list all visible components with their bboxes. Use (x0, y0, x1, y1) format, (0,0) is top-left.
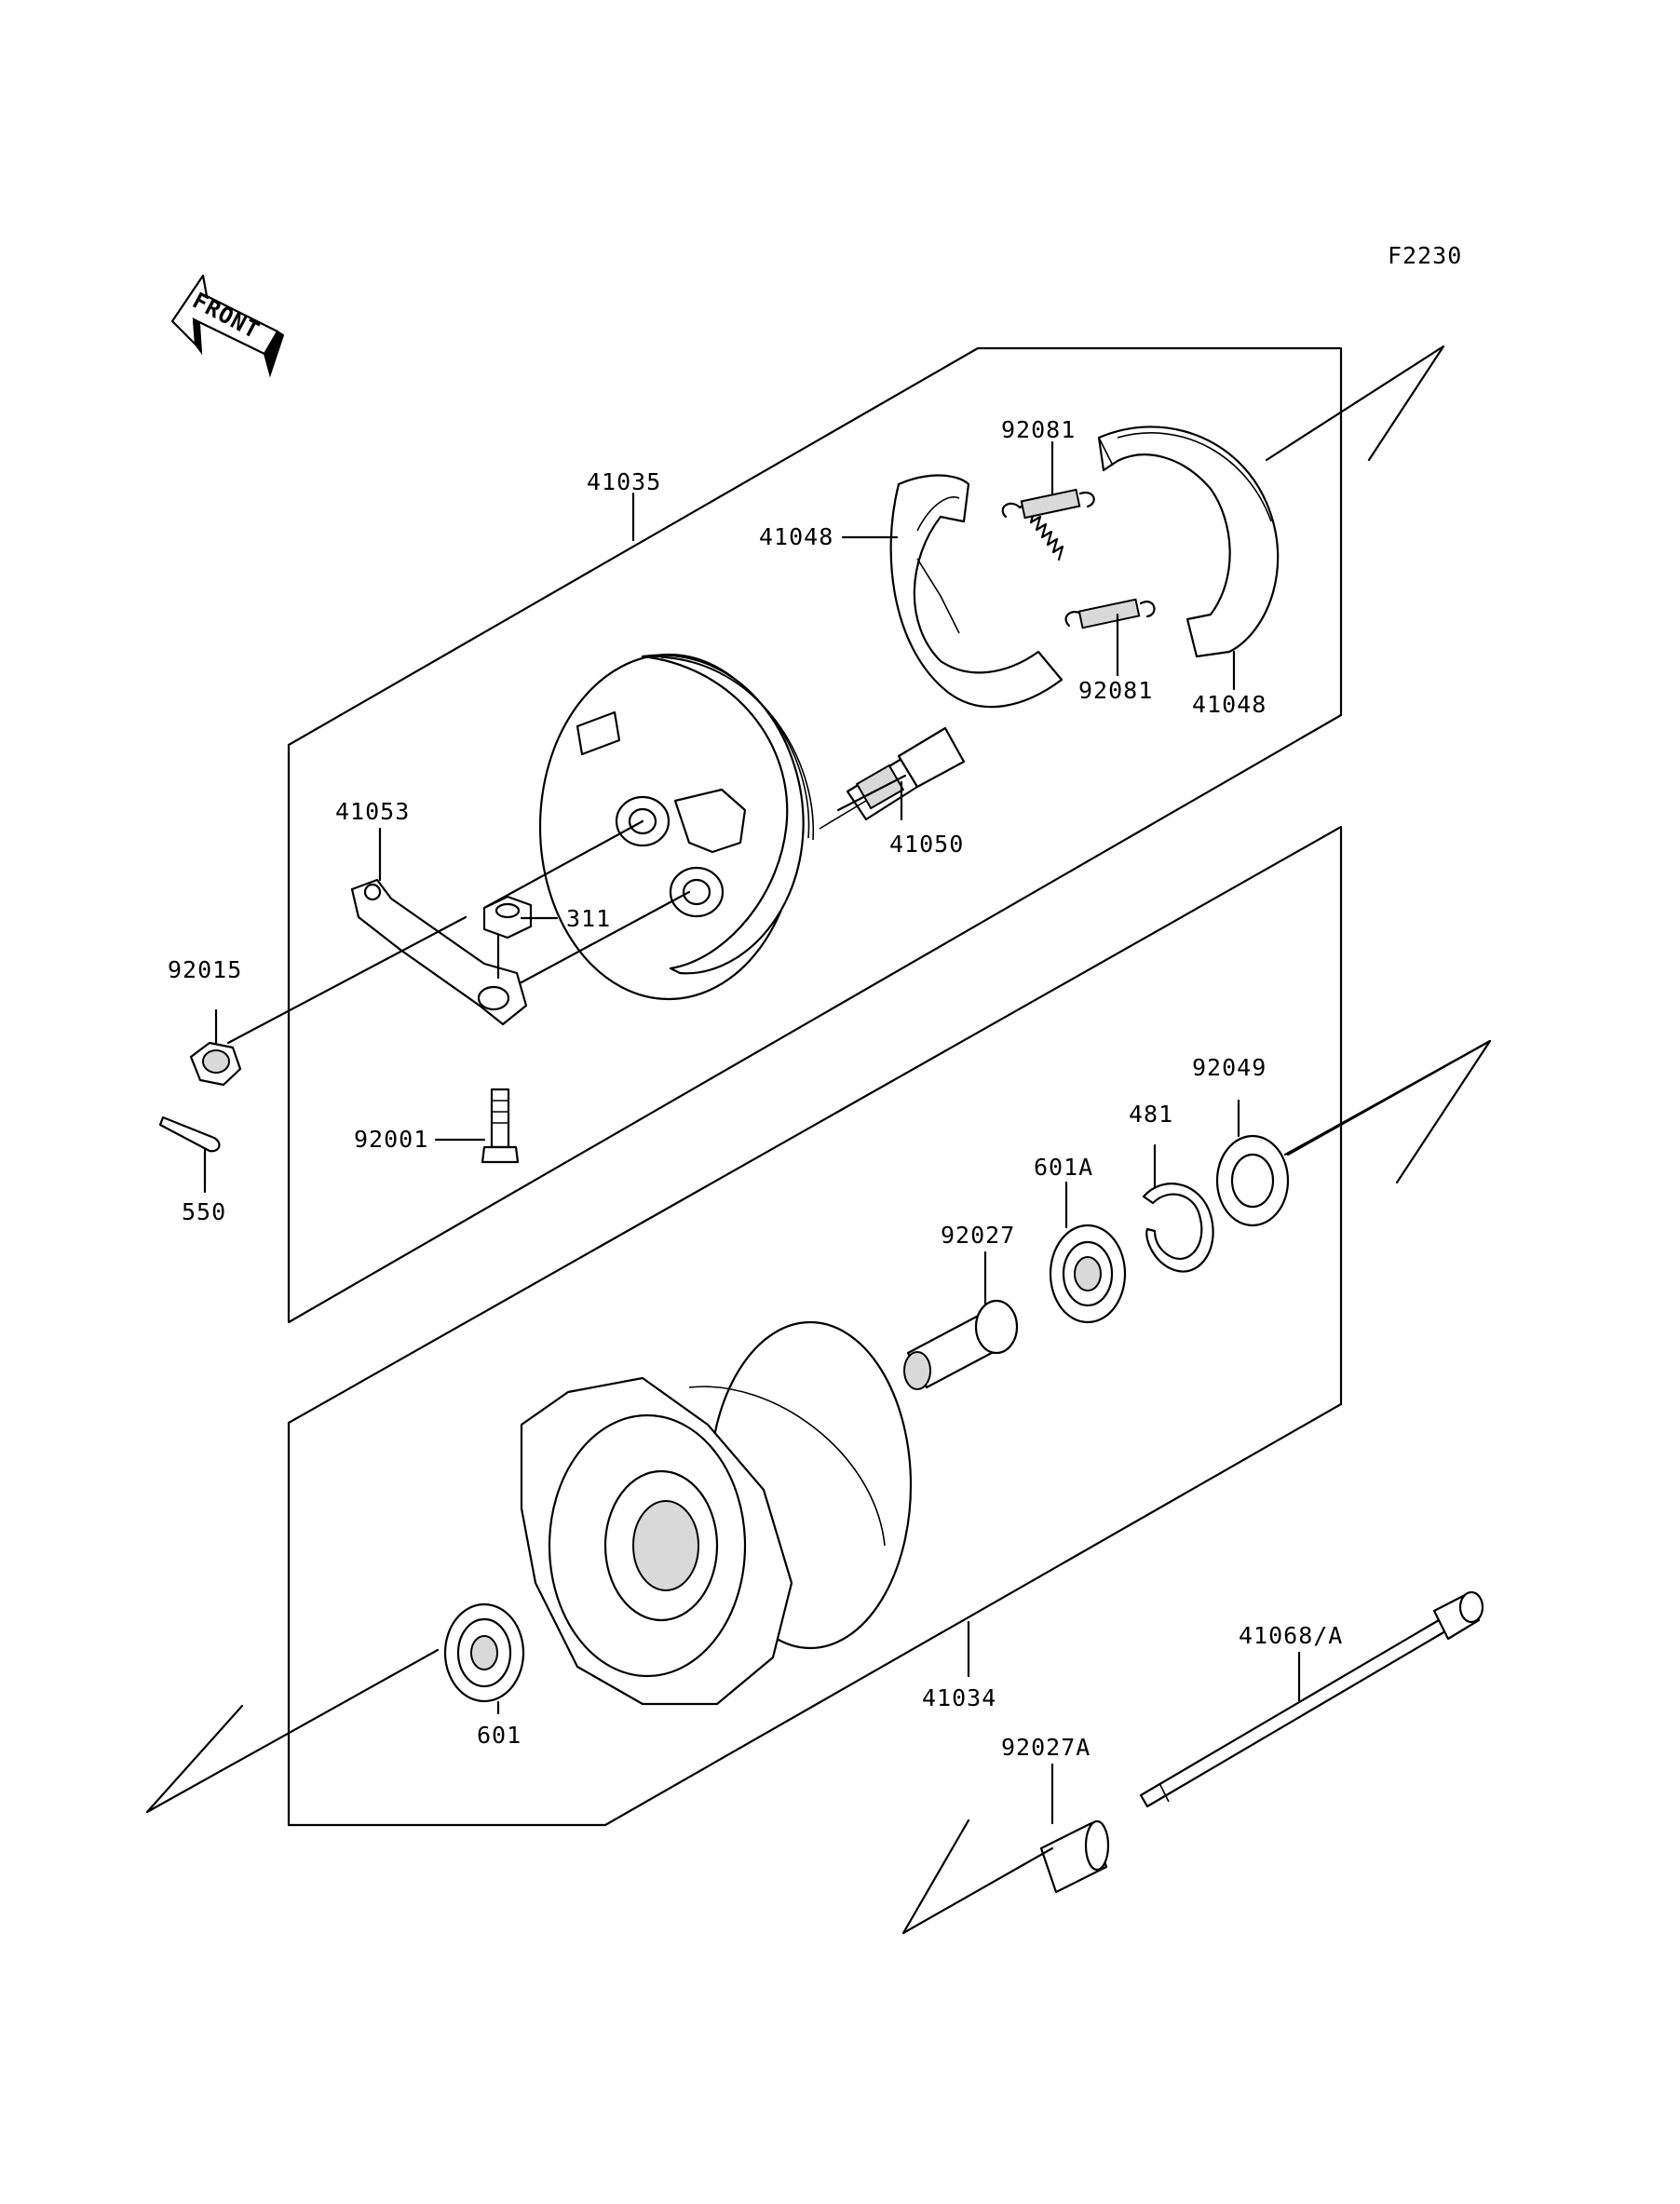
label-92081-upper: 92081 (1001, 416, 1076, 443)
part-labels: 41035 41048 92081 92081 41048 41053 4105… (168, 416, 1343, 1761)
label-550: 550 (182, 1198, 226, 1225)
cotter-pin-550 (158, 1116, 221, 1153)
label-41053: 41053 (335, 798, 410, 825)
leader-lines (203, 440, 1492, 1935)
label-41068A: 41068/A (1239, 1622, 1343, 1649)
collar-92027A (1039, 1819, 1110, 1894)
wheel-hub (520, 1320, 913, 1706)
figure-code: F2230 (1388, 242, 1462, 269)
bearing-601 (443, 1602, 525, 1703)
label-92015: 92015 (168, 956, 242, 983)
label-92081-lower: 92081 (1078, 677, 1153, 704)
spacer-92027 (903, 1299, 1019, 1390)
brake-shoe-left (889, 474, 1064, 709)
label-92027A: 92027A (1001, 1734, 1091, 1761)
spring-lower-icon (1064, 598, 1156, 629)
spring-upper-icon (1001, 488, 1095, 561)
nut-311 (482, 895, 533, 940)
label-41050: 41050 (889, 831, 964, 858)
label-601: 601 (477, 1722, 522, 1749)
brake-panel (538, 653, 815, 1001)
front-arrow-icon: FRONT (170, 274, 285, 378)
label-41048-lower: 41048 (1192, 691, 1267, 718)
circlip-481 (1142, 1183, 1214, 1273)
bearing-601A (1049, 1224, 1127, 1324)
label-92049: 92049 (1192, 1054, 1267, 1081)
label-311: 311 (566, 905, 611, 932)
oil-seal-92049 (1215, 1134, 1290, 1227)
brake-lever (350, 878, 528, 1026)
label-41034: 41034 (922, 1684, 996, 1711)
label-92001: 92001 (354, 1126, 428, 1153)
label-41048-upper: 41048 (759, 523, 833, 550)
label-481: 481 (1129, 1101, 1173, 1128)
brake-assembly-frame (287, 345, 1445, 1324)
label-92027: 92027 (941, 1222, 1015, 1249)
nut-92015 (189, 1041, 242, 1087)
label-601A: 601A (1034, 1154, 1093, 1181)
axle-41068A (1139, 1590, 1484, 1808)
label-41035: 41035 (587, 468, 661, 495)
brake-cam (819, 726, 966, 830)
brake-shoe-right (1097, 426, 1280, 658)
bolt-92001 (481, 1088, 520, 1164)
